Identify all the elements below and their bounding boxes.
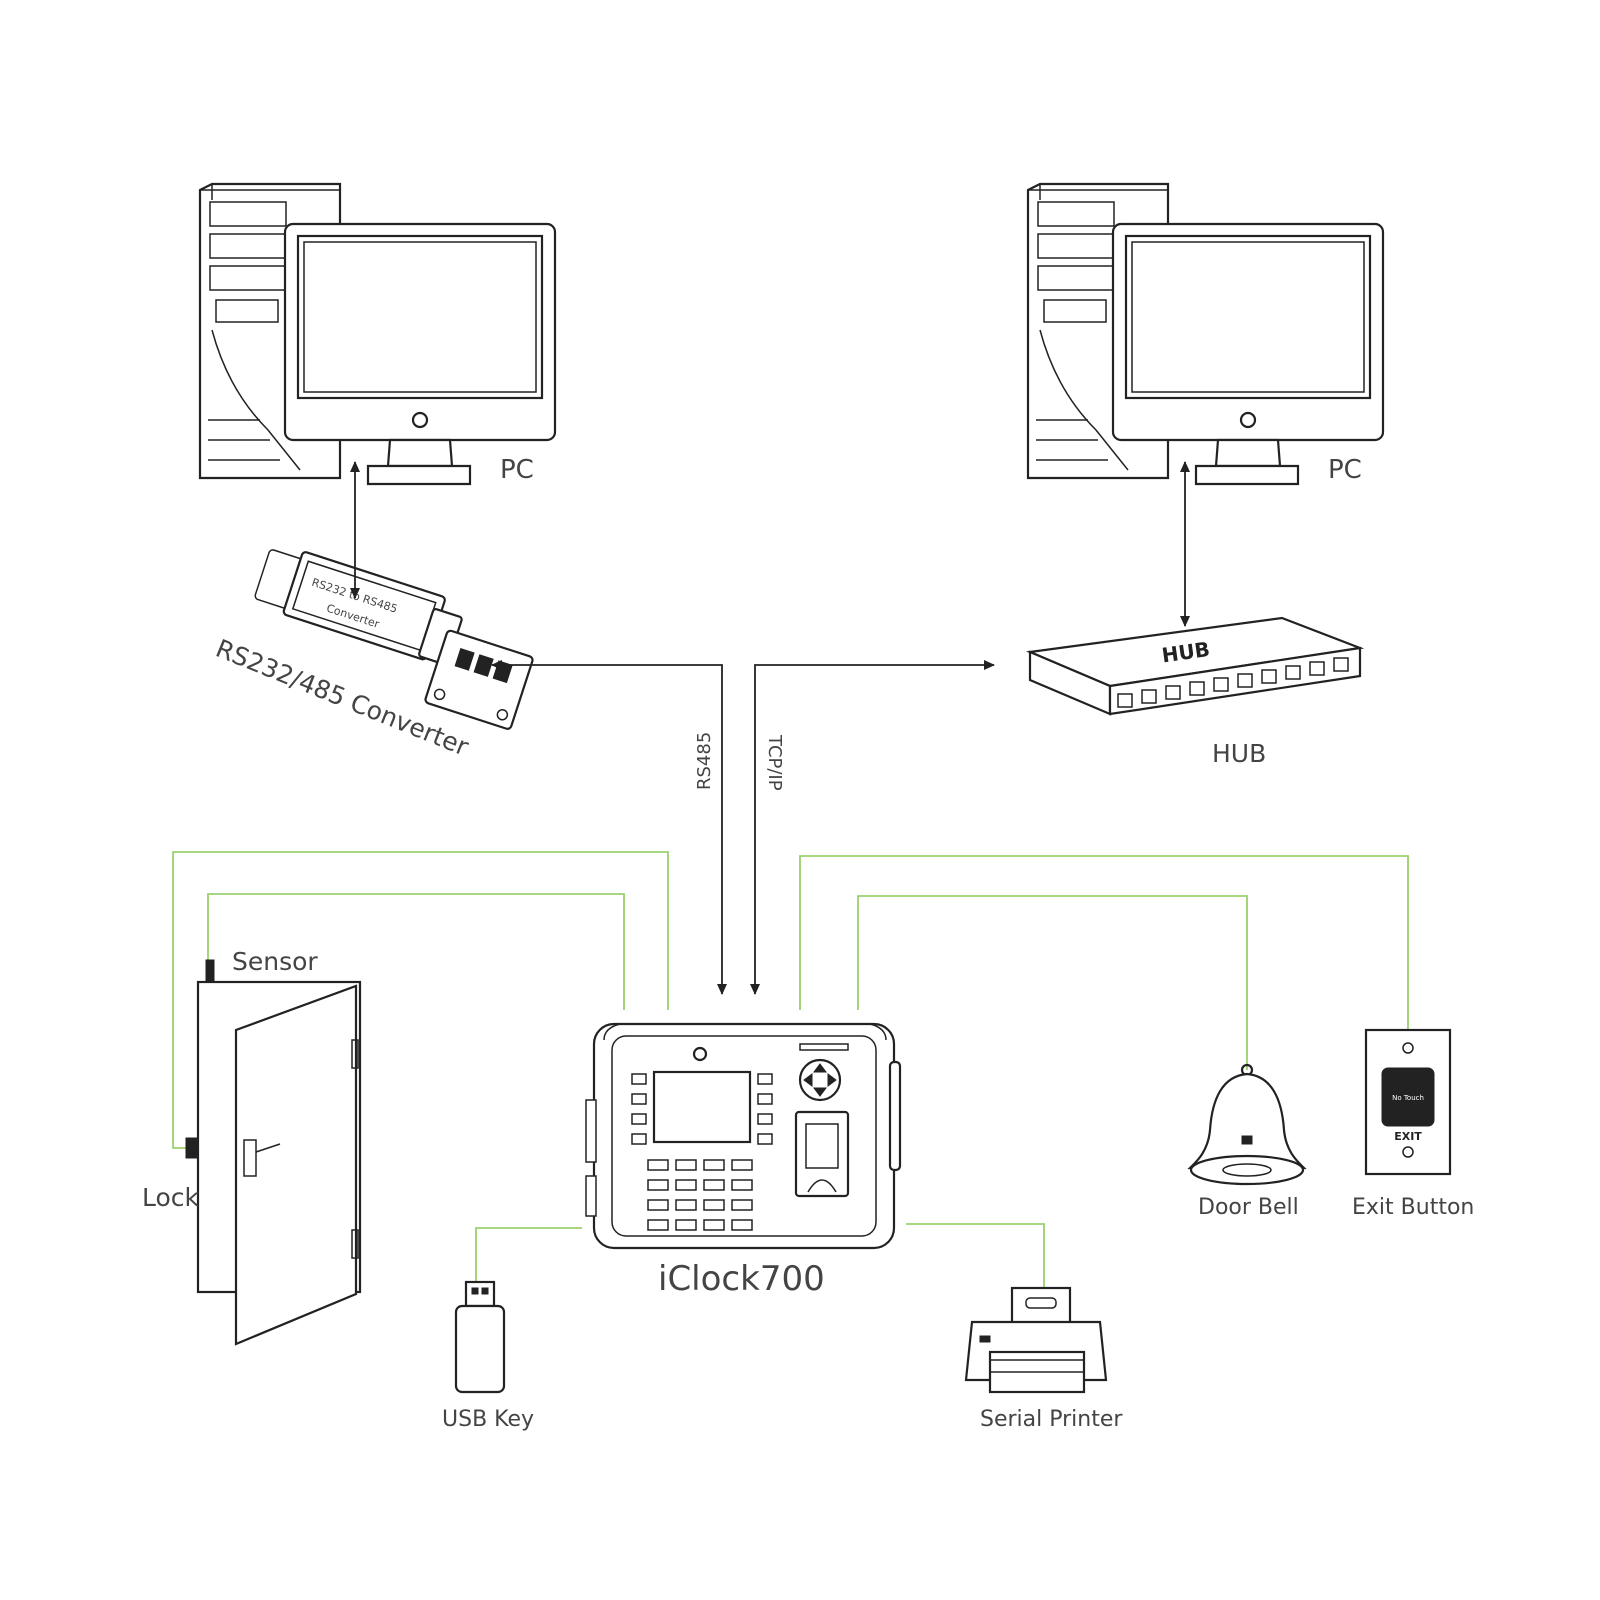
pc-left-label: PC bbox=[500, 455, 534, 485]
pc-left: PC bbox=[198, 182, 557, 486]
device-label: iClock700 bbox=[658, 1259, 825, 1299]
navigation-pad-icon bbox=[798, 1058, 842, 1102]
exit-face-text: EXIT bbox=[1394, 1130, 1422, 1143]
hub: HUB HUB bbox=[1025, 616, 1365, 768]
rs232-485-converter: RS232 to RS485 Converter RS232/485 Conve… bbox=[212, 549, 534, 762]
monitor-icon bbox=[283, 222, 557, 486]
printer-paper-icon bbox=[1010, 1286, 1072, 1326]
iclock700-device: iClock700 bbox=[585, 1022, 902, 1299]
side-keys bbox=[631, 1073, 773, 1145]
network-links: RS485 TCP/IP bbox=[350, 461, 1190, 995]
tcpip-link bbox=[750, 660, 995, 995]
exit-touch-pad-icon bbox=[1381, 1067, 1435, 1127]
door-leaf-icon bbox=[234, 984, 358, 1346]
sensor-icon bbox=[205, 959, 215, 983]
usb-key-wire bbox=[475, 1227, 582, 1282]
rs485-link bbox=[491, 660, 727, 995]
exit-brand-text: No Touch bbox=[1392, 1094, 1424, 1102]
door-bell-wire bbox=[857, 895, 1248, 1070]
usb-body-icon bbox=[454, 1304, 506, 1394]
sensor-wire bbox=[207, 893, 625, 1010]
bell-icon bbox=[1187, 1072, 1307, 1170]
usb-key: USB Key bbox=[442, 1280, 534, 1432]
device-wires bbox=[172, 851, 1409, 1290]
keypad bbox=[647, 1159, 753, 1231]
door-bell-label: Door Bell bbox=[1198, 1195, 1299, 1220]
exit-button: No Touch EXIT Exit Button bbox=[1352, 1028, 1474, 1220]
door-bell: Door Bell bbox=[1187, 1063, 1307, 1220]
lock-label: Lock bbox=[142, 1183, 200, 1212]
hub-label: HUB bbox=[1212, 739, 1266, 768]
exit-button-wire bbox=[799, 855, 1409, 1030]
door: Sensor Lock bbox=[142, 947, 362, 1346]
pc-right: PC bbox=[1026, 182, 1385, 486]
lock-icon bbox=[185, 1137, 199, 1159]
antenna-icon bbox=[888, 1060, 902, 1172]
sensor-label: Sensor bbox=[232, 947, 318, 976]
serial-printer-wire bbox=[906, 1223, 1045, 1290]
fingerprint-sensor-icon bbox=[794, 1110, 850, 1198]
usb-plug-icon bbox=[464, 1280, 496, 1308]
serial-printer-label: Serial Printer bbox=[980, 1407, 1123, 1432]
door-handle-icon bbox=[243, 1139, 257, 1177]
serial-printer: Serial Printer bbox=[964, 1286, 1123, 1432]
ethernet-ports bbox=[1117, 657, 1349, 708]
device-screen bbox=[652, 1070, 752, 1144]
tcpip-label: TCP/IP bbox=[764, 734, 785, 791]
pc-right-label: PC bbox=[1328, 455, 1362, 485]
lock-wire bbox=[172, 851, 669, 1149]
monitor-icon bbox=[1111, 222, 1385, 486]
rs485-label: RS485 bbox=[694, 732, 715, 790]
usb-key-label: USB Key bbox=[442, 1407, 534, 1432]
exit-button-label: Exit Button bbox=[1352, 1195, 1474, 1220]
camera-icon bbox=[692, 1046, 708, 1062]
